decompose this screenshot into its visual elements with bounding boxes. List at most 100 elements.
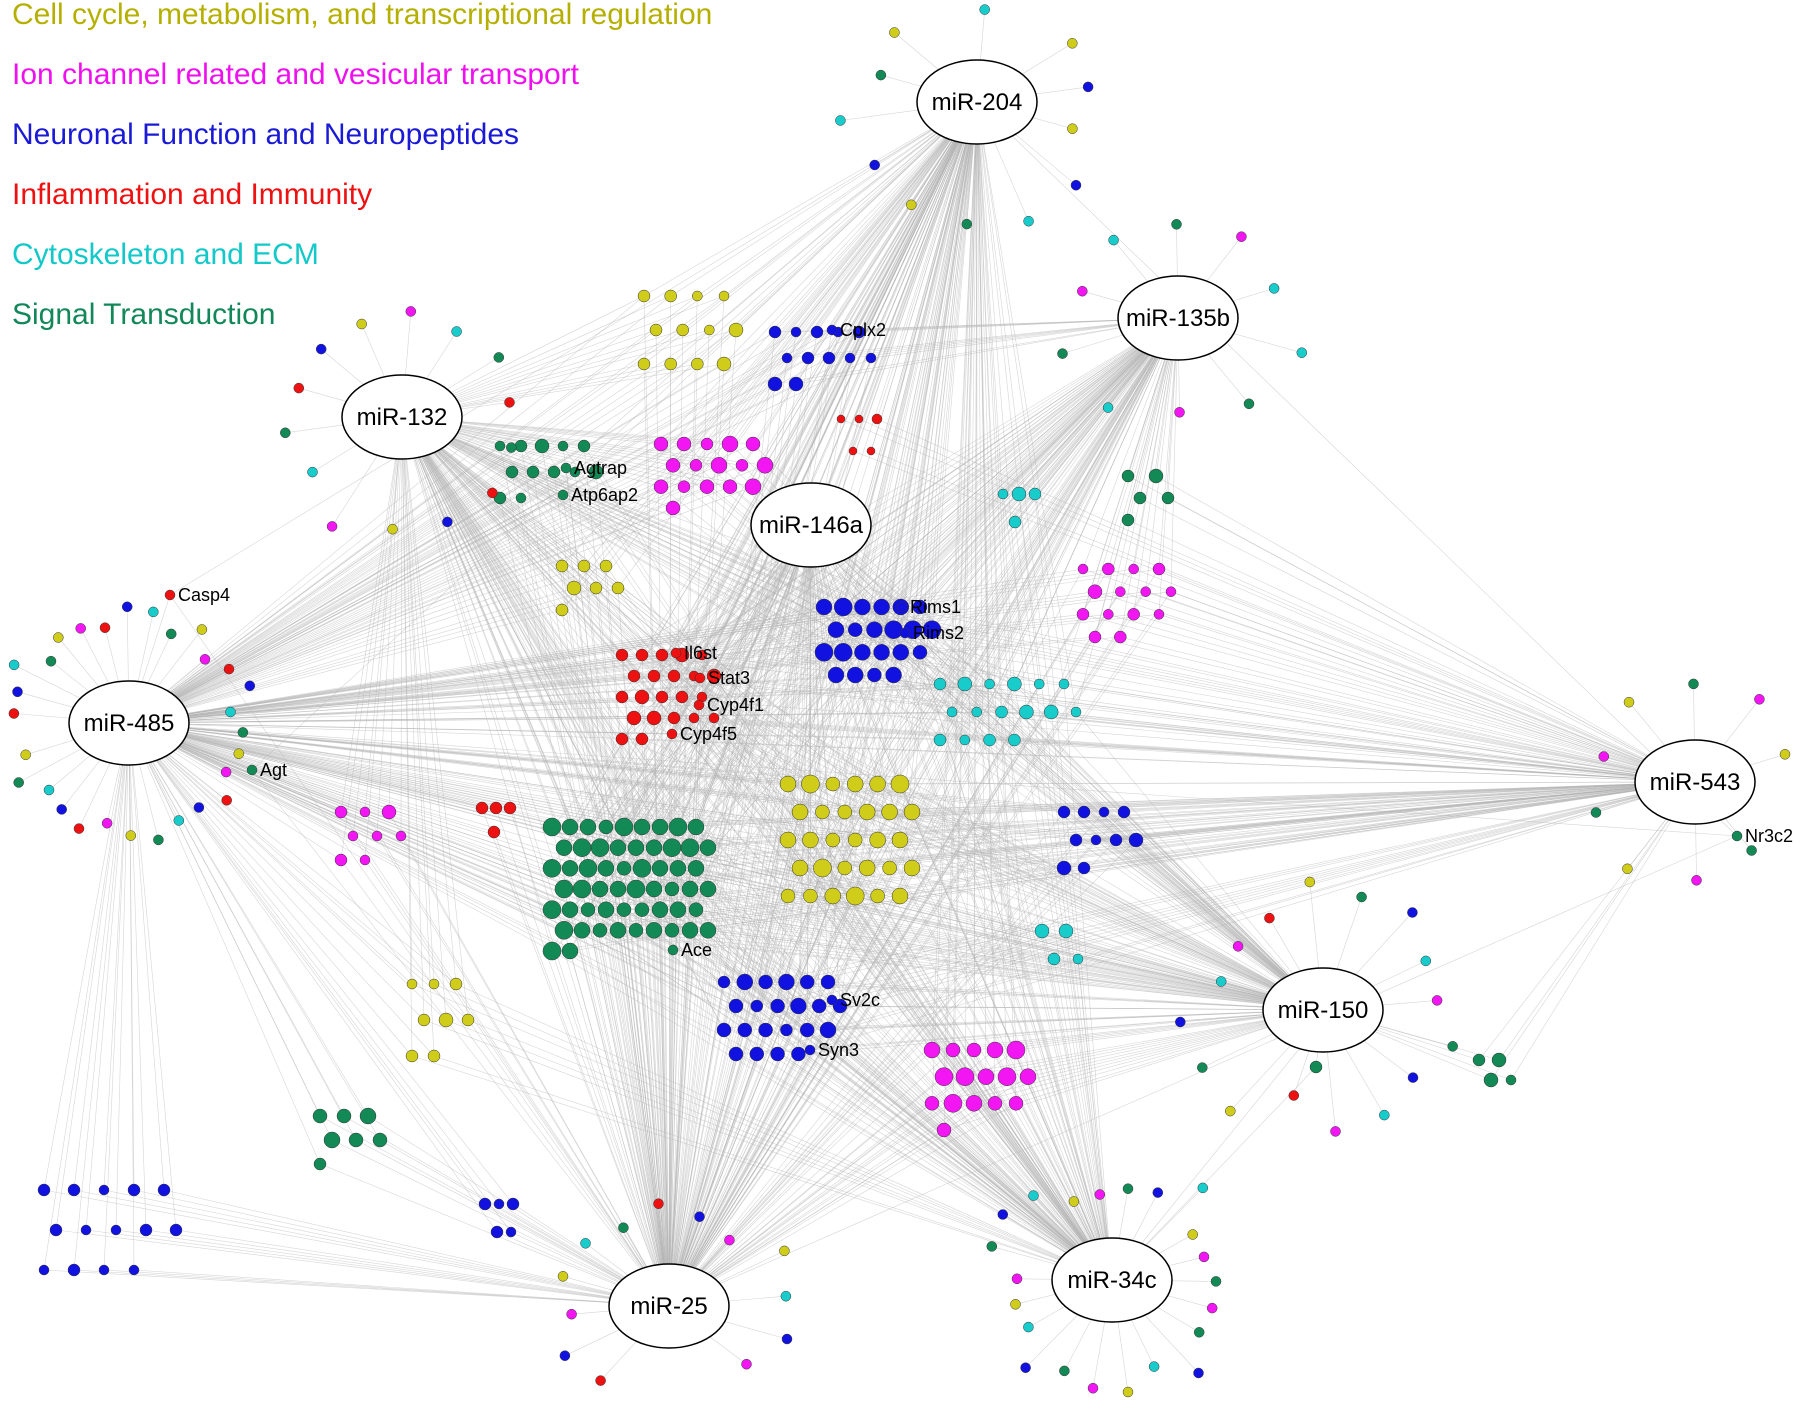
edge xyxy=(810,524,913,813)
edge xyxy=(115,722,130,1231)
gene-node xyxy=(637,289,651,303)
edge xyxy=(169,101,978,596)
edge xyxy=(855,839,1324,1011)
gene-node xyxy=(1491,1052,1507,1068)
edge xyxy=(673,675,1324,1011)
gene-node xyxy=(804,1044,816,1056)
edge xyxy=(866,101,978,869)
edge xyxy=(765,101,978,983)
gene-node xyxy=(1161,491,1175,505)
gene-node xyxy=(1407,1072,1419,1083)
edge xyxy=(752,101,978,487)
gene-node xyxy=(1090,834,1102,846)
gene-node xyxy=(561,942,579,960)
edge xyxy=(989,739,1113,1281)
hub-label: miR-485 xyxy=(84,710,175,737)
gene-node xyxy=(922,620,942,639)
edge xyxy=(128,683,1040,724)
gene-node xyxy=(869,775,886,793)
gene-node xyxy=(1623,696,1635,708)
edge xyxy=(128,722,833,1001)
edge xyxy=(128,652,677,724)
gene-node xyxy=(1088,630,1102,644)
hub-label: miR-135b xyxy=(1126,305,1230,332)
gene-node xyxy=(699,922,717,939)
gene-node xyxy=(1077,805,1091,819)
edge xyxy=(943,1009,1324,1077)
gene-node xyxy=(554,921,574,940)
edge xyxy=(128,683,965,724)
edge xyxy=(973,101,978,1104)
edge xyxy=(1133,317,1179,615)
gene-node xyxy=(912,599,928,615)
edge xyxy=(675,101,978,654)
edge xyxy=(340,811,670,1307)
edge xyxy=(1108,317,1179,615)
edge xyxy=(827,317,1179,1031)
edge xyxy=(128,722,913,813)
edge xyxy=(1111,1042,1305,1281)
edge xyxy=(43,722,130,1271)
edge xyxy=(881,606,1113,1281)
gene-node xyxy=(665,458,681,473)
edge xyxy=(839,101,978,1007)
legend: Cell cycle, metabolism, and transcriptio… xyxy=(12,0,712,360)
gene-node xyxy=(427,1049,441,1063)
edge xyxy=(889,811,1324,1011)
gene-node xyxy=(668,817,688,837)
edge xyxy=(862,606,1696,783)
gene-node xyxy=(588,464,604,480)
edge xyxy=(641,738,1696,783)
edge xyxy=(1167,497,1696,783)
edge xyxy=(128,722,766,983)
gene-node xyxy=(225,706,236,718)
edge xyxy=(668,949,674,1307)
edge xyxy=(128,722,820,1007)
gene-node xyxy=(632,859,652,878)
edge xyxy=(128,722,498,1233)
edge xyxy=(832,895,1324,1011)
edge xyxy=(693,717,1113,1281)
gene-node xyxy=(1122,1183,1134,1194)
edge xyxy=(128,722,697,910)
edge xyxy=(827,1009,1324,1031)
gene-node xyxy=(875,69,887,81)
legend-item-inflammation: Inflammation and Immunity xyxy=(12,178,373,211)
edge xyxy=(509,807,670,1307)
edge xyxy=(128,606,825,724)
gene-node xyxy=(405,306,417,317)
gene-node xyxy=(770,998,785,1014)
edge xyxy=(655,101,978,331)
gene-node xyxy=(881,803,898,821)
edge xyxy=(128,467,567,724)
edge xyxy=(128,632,906,724)
gene-node xyxy=(326,521,338,532)
edge xyxy=(668,811,823,1307)
gene-node xyxy=(37,1183,51,1197)
edge xyxy=(899,781,1696,897)
edge xyxy=(668,1049,933,1307)
edge xyxy=(128,331,839,724)
edge xyxy=(128,722,147,1231)
gene-label-nr3c2: Nr3c2 xyxy=(1745,826,1793,846)
gene-node xyxy=(997,1209,1009,1220)
legend-item-signal: Signal Transduction xyxy=(12,298,276,331)
gene-node xyxy=(615,648,629,662)
gene-node xyxy=(1590,807,1602,818)
edge xyxy=(668,839,1117,1307)
edge xyxy=(668,839,1077,1307)
gene-node xyxy=(667,669,681,683)
edge xyxy=(951,711,1696,783)
edge xyxy=(668,888,709,1307)
edge xyxy=(1077,958,1113,1281)
edge xyxy=(617,930,670,1307)
edge xyxy=(133,1269,670,1307)
edge xyxy=(668,909,697,1307)
edge xyxy=(401,416,990,685)
gene-node xyxy=(220,766,232,778)
gene-node xyxy=(1068,1196,1080,1207)
edge xyxy=(659,909,670,1307)
edge xyxy=(810,524,820,1007)
edge xyxy=(128,568,1109,724)
edge xyxy=(668,868,697,1307)
